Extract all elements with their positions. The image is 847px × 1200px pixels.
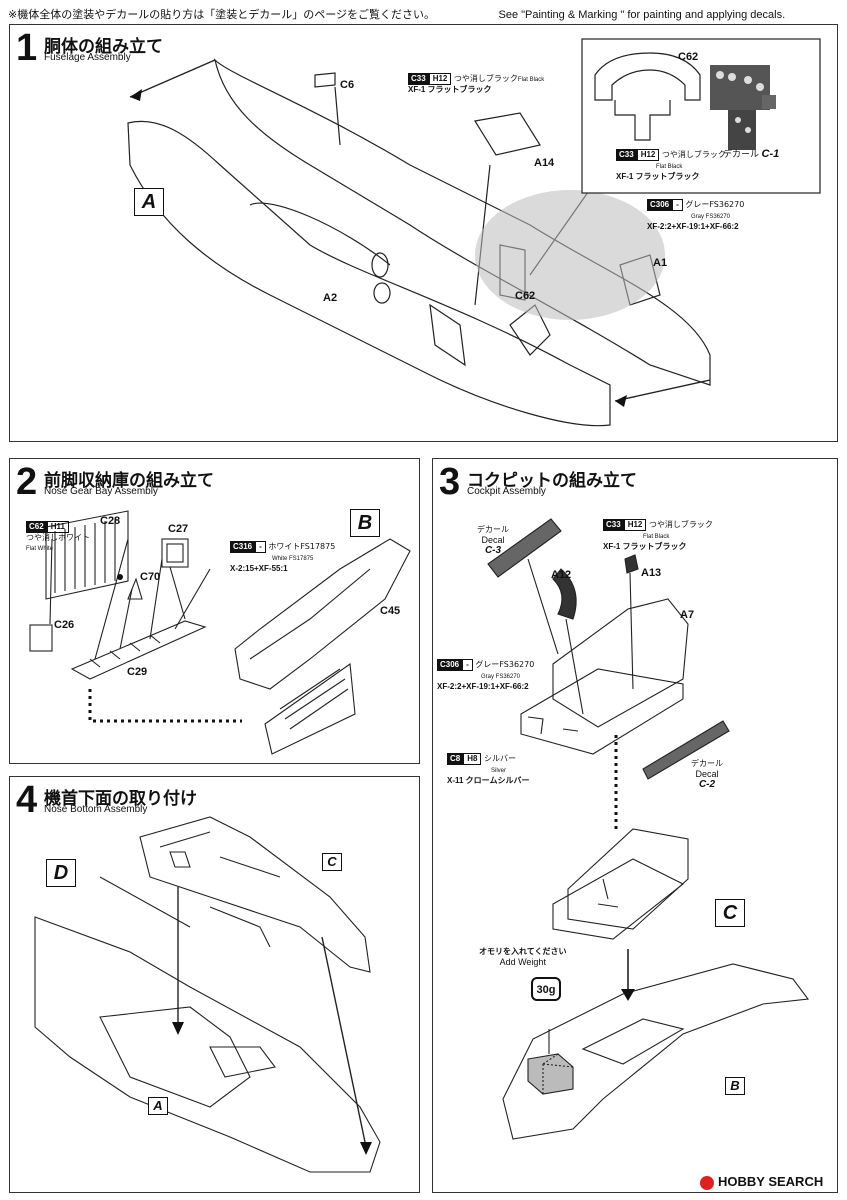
- weight-icon: 30g: [531, 977, 561, 1001]
- step2-title: 前脚収納庫の組み立て: [44, 471, 214, 491]
- part-c29: C29: [127, 666, 148, 678]
- header-note-en: See "Painting & Marking " for painting a…: [498, 9, 786, 21]
- part-a1: A1: [653, 257, 668, 269]
- step1-subtitle: Fuselage Assembly: [44, 52, 131, 63]
- part-a13: A13: [641, 567, 662, 579]
- view-letter-c: C: [715, 899, 745, 927]
- view-letter-c-step4: C: [322, 853, 342, 871]
- view-letter-b: B: [350, 509, 380, 537]
- step4-title: 機首下面の取り付け: [44, 789, 197, 809]
- part-c62-inset: C62: [678, 51, 699, 63]
- step3-drawing: [487, 518, 810, 1140]
- step3-panel: 3 コクピットの組み立て Cockpit Assembly デカール Decal…: [432, 458, 838, 1193]
- part-a2: A2: [323, 292, 338, 304]
- header-note: ※機体全体の塗装やデカールの貼り方は「塗装とデカール」のページをご覧ください。 …: [8, 6, 785, 22]
- decal-c3-label: デカール Decal C-3: [477, 525, 509, 556]
- part-c27: C27: [168, 523, 189, 535]
- step2-drawing: [29, 510, 411, 755]
- view-letter-b-step3: B: [725, 1077, 745, 1095]
- part-c45: C45: [380, 605, 401, 617]
- step4-drawing: [34, 816, 381, 1173]
- weight-value: 30g: [536, 984, 556, 996]
- view-letter-a-step4: A: [148, 1097, 168, 1115]
- step1-panel: 1 胴体の組み立て Fuselage Assembly A C6 A14 C62…: [9, 24, 838, 442]
- decal-c2-label: デカール Decal C-2: [691, 759, 723, 790]
- watermark: HOBBY SEARCH: [700, 1174, 823, 1190]
- step4-subtitle: Nose Bottom Assembly: [44, 804, 148, 815]
- step3-subtitle: Cockpit Assembly: [467, 486, 546, 497]
- step3-number: 3: [439, 461, 461, 503]
- step2-subtitle: Nose Gear Bay Assembly: [44, 486, 158, 497]
- step1-drawing: [127, 38, 821, 427]
- step3-title: コクピットの組み立て: [467, 471, 637, 491]
- header-note-jp: ※機体全体の塗装やデカールの貼り方は「塗装とデカール」のページをご覧ください。: [8, 8, 435, 21]
- step4-number: 4: [16, 779, 38, 821]
- weight-label: オモリを入れてください Add Weight: [479, 947, 567, 967]
- step1-title: 胴体の組み立て: [44, 37, 163, 57]
- step1-number: 1: [16, 27, 38, 69]
- step2-number: 2: [16, 461, 38, 503]
- paint-c306-cockpit: C306- グレーFS36270 Gray FS36270 XF-2:2+XF-…: [437, 659, 535, 691]
- part-c70: C70: [140, 571, 161, 583]
- part-c26: C26: [54, 619, 75, 631]
- paint-c306: C306- グレーFS36270 Gray FS36270 XF-2:2+XF-…: [647, 199, 745, 231]
- watermark-icon: [700, 1175, 714, 1190]
- part-a12: A12: [551, 569, 572, 581]
- part-c28: C28: [100, 515, 121, 527]
- part-c6: C6: [340, 79, 355, 91]
- part-a14: A14: [534, 157, 555, 169]
- view-letter-a: A: [134, 188, 164, 216]
- part-c62: C62: [515, 290, 536, 302]
- view-letter-d: D: [46, 859, 76, 887]
- step4-panel: 4 機首下面の取り付け Nose Bottom Assembly D C A: [9, 776, 420, 1193]
- paint-c316: C316- ホワイトFS17875 White FS17875 X-2:15+X…: [230, 541, 336, 573]
- decal-c1: デカール C-1: [723, 148, 780, 160]
- part-a7: A7: [680, 609, 695, 621]
- step2-panel: 2 前脚収納庫の組み立て Nose Gear Bay Assembly B C6…: [9, 458, 420, 764]
